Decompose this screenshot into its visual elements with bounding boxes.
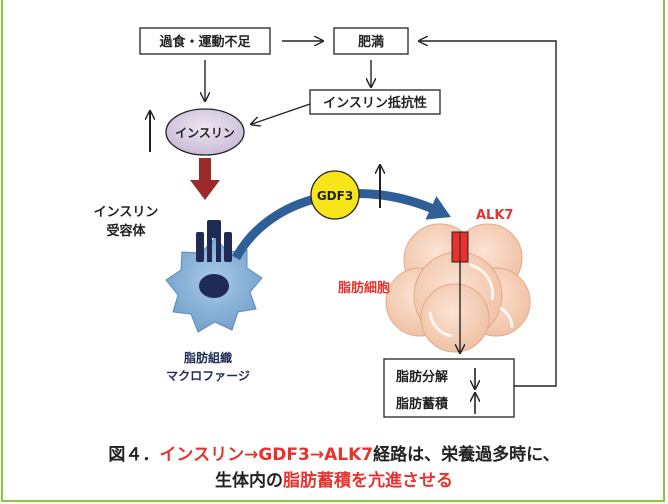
fat-accumulation-label: 脂肪蓄積 (395, 396, 449, 412)
insulin-resistance-box: インスリン抵抗性 (309, 89, 441, 115)
caption-pathway-highlight: インスリン→GDF3→ALK7 (159, 445, 374, 465)
outcome-box: 脂肪分解 脂肪蓄積 (383, 358, 515, 418)
arrow-resistance-to-insulin (252, 103, 311, 124)
insulin-receptor-label-2: 受容体 (106, 223, 146, 239)
insulin-node: インスリン (165, 108, 245, 156)
insulin-resistance-label: インスリン抵抗性 (323, 95, 427, 111)
adipocyte-label: 脂肪細胞 (337, 280, 390, 296)
gdf3-node: GDF3 (310, 170, 360, 220)
macrophage-cell (165, 237, 263, 333)
alk7-receptor-icon (451, 231, 469, 263)
insulin-receptor-label-1: インスリン (94, 205, 159, 220)
macrophage-label-2: マクロファージ (166, 369, 250, 383)
macrophage-nucleus (199, 274, 229, 298)
caption-figure-number: 図４． (108, 445, 160, 465)
macrophage-label-1: 脂肪組織 (183, 350, 232, 365)
lipolysis-label: 脂肪分解 (395, 369, 448, 385)
insulin-to-receptor-arrow (190, 158, 220, 200)
gdf3-label: GDF3 (317, 189, 353, 203)
caption-effect-highlight: 脂肪蓄積を亢進させる (283, 471, 453, 491)
arrow-feedback-to-obesity (420, 41, 557, 387)
caption-line-2: 生体内の脂肪蓄積を亢進させる (0, 466, 668, 491)
caption-line2-text: 生体内の (215, 471, 283, 491)
insulin-label: インスリン (175, 126, 235, 140)
overeating-label: 過食・運動不足 (158, 34, 251, 50)
caption-line-1: 図４．インスリン→GDF3→ALK7経路は、栄養過多時に、 (0, 440, 668, 465)
alk7-label: ALK7 (476, 208, 513, 223)
obesity-label: 肥満 (358, 34, 384, 50)
caption-line1-text: 経路は、栄養過多時に、 (373, 445, 560, 465)
overeating-box: 過食・運動不足 (139, 27, 271, 55)
insulin-receptor-icon (196, 220, 232, 262)
obesity-box: 肥満 (333, 27, 409, 55)
